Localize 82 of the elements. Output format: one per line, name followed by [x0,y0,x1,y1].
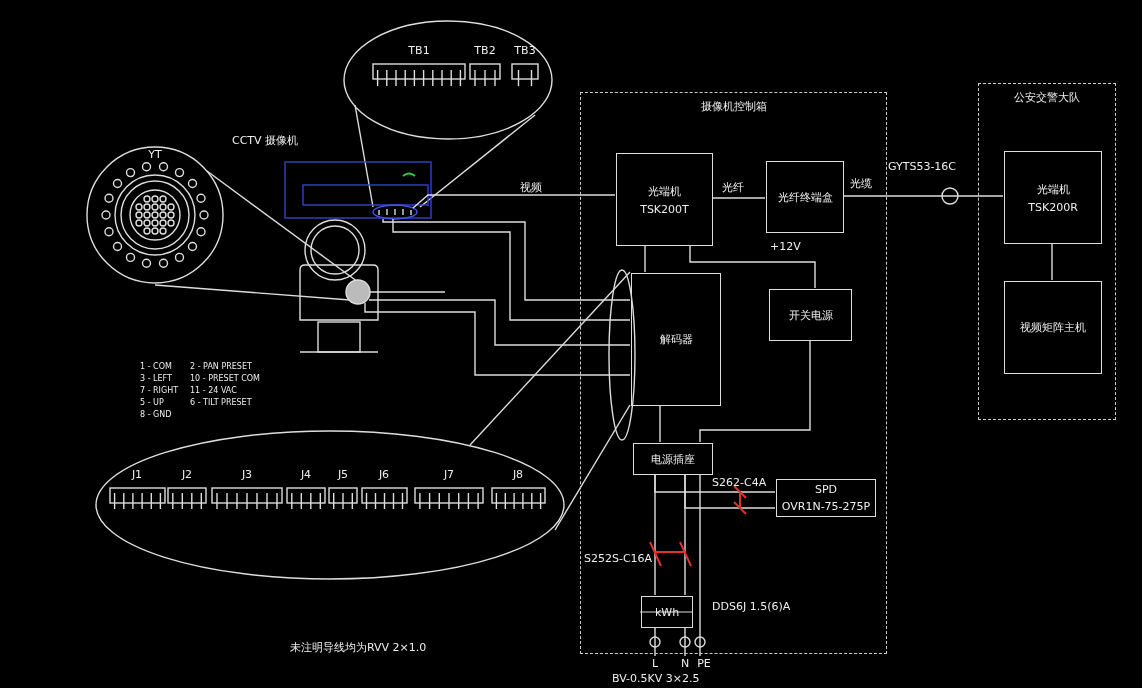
device-box [641,596,693,628]
cable-spec: BV-0.5KV 3×2.5 [612,672,700,685]
device-label: TSK200R [1028,200,1078,214]
edge-label: S252S-C16A [584,552,653,565]
connector-label: J1 [131,468,143,481]
connector-label: J5 [337,468,349,481]
wire [654,626,656,657]
pin-legend-entry: 11 - 24 VAC [190,386,237,395]
device-caption: +12V [770,240,801,253]
device-box [769,289,852,341]
leader-line [419,114,536,208]
terminal-label: L [651,657,659,670]
device-box [776,479,876,517]
device-box [616,153,713,246]
device-label: SPD [814,483,838,496]
terminal-label: N [680,657,690,670]
wire [711,197,766,199]
panel-title: 摄像机控制箱 [699,99,768,114]
leader-line [554,404,631,531]
wire [842,195,1004,197]
device-label: 光纤终端盒 [777,189,833,205]
pin-legend-entry: 6 - TILT PRESET [190,398,252,407]
note: 未注明导线均为RVV 2×1.0 [290,640,427,655]
pin-legend-entry: 5 - UP [140,398,164,407]
wire [444,311,631,376]
device-box [633,443,713,475]
dashed-enclosure [978,83,1116,420]
wire [689,244,816,289]
device-label: OVR1N-75-275P [781,500,871,513]
connector-label: TB1 [408,44,430,57]
edge-label: S262-C4A [712,476,767,489]
device-box [631,273,721,406]
connector-label: J4 [300,468,312,481]
device-label: 开关电源 [788,307,833,323]
connector-label: J3 [241,468,253,481]
wire [1051,242,1053,281]
wire [699,473,701,657]
leader-line [154,284,351,301]
terminal-label: PE [697,657,711,670]
pin-legend-entry: 2 - PAN PRESET [190,362,252,371]
device-box [766,161,844,233]
pin-legend-entry: 3 - LEFT [140,374,172,383]
device-caption: DDS6J 1.5(6)A [712,600,791,613]
wire [684,473,776,509]
pin-legend-entry: 10 - PRESET COM [190,374,260,383]
device-label: TSK200T [640,202,689,216]
edge-label: 光纤 [722,180,744,195]
device-label: 光端机 [1036,181,1070,197]
connector-label: J7 [443,468,455,481]
cable-label: 光缆 [850,176,872,191]
wire [444,231,631,321]
edge-label: GYTS53-16C [888,160,957,173]
leader-line [354,104,374,208]
pin-legend-entry: 7 - RIGHT [140,386,179,395]
connector-label: YT [148,148,162,161]
leader-line [469,271,631,446]
camera-heading: CCTV 摄像机 [232,133,299,148]
device-box [1004,281,1102,374]
device-label: 视频矩阵主机 [1020,320,1086,335]
connector-label: J8 [512,468,524,481]
dashed-enclosure [580,92,887,654]
wire [659,404,661,443]
wire [444,194,616,196]
edge-label: 视频 [520,180,542,195]
pin-legend-entry: 1 - COM [140,362,172,371]
connector-label: TB2 [474,44,496,57]
wire [684,626,686,657]
panel-title: 公安交警大队 [1013,90,1081,105]
wire [654,473,776,493]
wire [444,221,631,301]
wire [644,244,646,273]
connector-label: TB3 [514,44,536,57]
device-label: kWh [654,605,680,619]
device-label: 电源插座 [651,451,695,467]
wire [699,339,811,443]
device-label: 光端机 [648,183,681,199]
device-box [1004,151,1102,244]
pin-legend-entry: 8 - GND [140,410,172,419]
connector-label: J6 [378,468,390,481]
connector-label: J2 [181,468,193,481]
device-label: 解码器 [659,332,693,347]
wire [444,299,631,346]
